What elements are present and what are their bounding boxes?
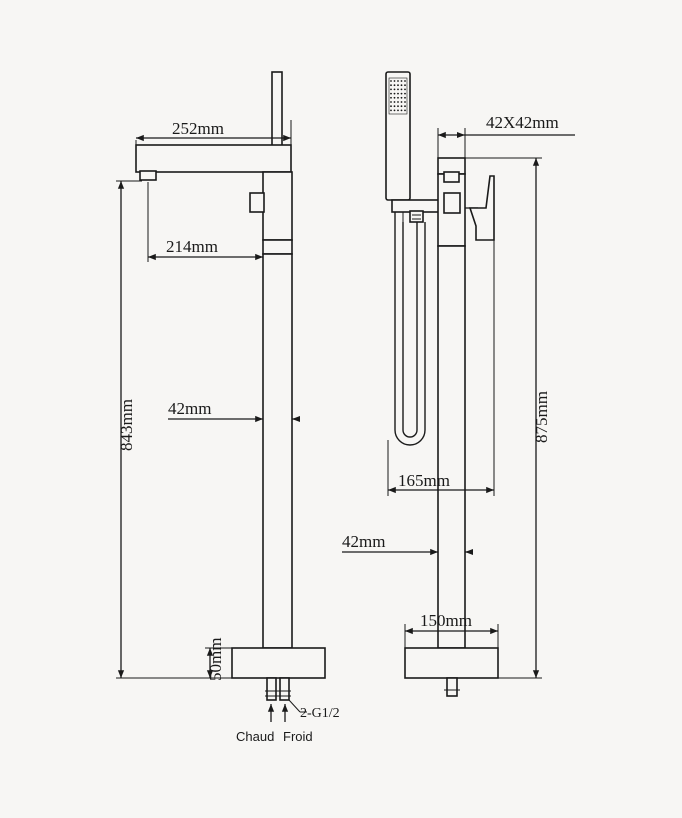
- left-side-knob: [249, 192, 265, 213]
- dim-spout-reach: 214mm: [166, 237, 218, 256]
- hot-water-label: Chaud: [236, 729, 274, 744]
- dim-hand-shower-offset: 165mm: [398, 471, 450, 490]
- hose-connector: [409, 210, 424, 223]
- thread-spec: 2-G1/2: [300, 706, 340, 721]
- left-column: [262, 253, 293, 649]
- left-view: 252mm 214mm 843mm 42mm 50mm 2-G1/2 Chaud…: [116, 71, 340, 744]
- dim-body-section: 42X42mm: [486, 113, 559, 132]
- mixer-lever: [468, 175, 495, 241]
- left-collar: [262, 239, 293, 255]
- cold-water-label: Froid: [283, 729, 313, 744]
- right-column: [437, 245, 466, 649]
- dim-height-right: 875mm: [532, 391, 551, 443]
- dim-base-diameter: 150mm: [420, 611, 472, 630]
- left-base: [231, 647, 326, 679]
- shower-hose: [394, 212, 426, 446]
- hand-shower-head: [385, 71, 411, 201]
- left-spout-outlet: [139, 170, 157, 181]
- left-body-block: [262, 171, 293, 241]
- dim-pipe-left: 42mm: [168, 399, 211, 418]
- cold-connector: [279, 677, 290, 701]
- right-base: [404, 647, 499, 679]
- left-spout: [135, 144, 292, 173]
- dim-spout-length: 252mm: [172, 119, 224, 138]
- dim-pipe-right: 42mm: [342, 532, 385, 551]
- shower-nozzles: [388, 77, 408, 115]
- hot-connector: [266, 677, 277, 701]
- dim-base-height: 50mm: [206, 638, 225, 681]
- dim-height-left: 843mm: [117, 399, 136, 451]
- right-view: 42X42mm 875mm 165mm 42mm 150mm: [342, 71, 575, 697]
- right-connector: [446, 677, 458, 697]
